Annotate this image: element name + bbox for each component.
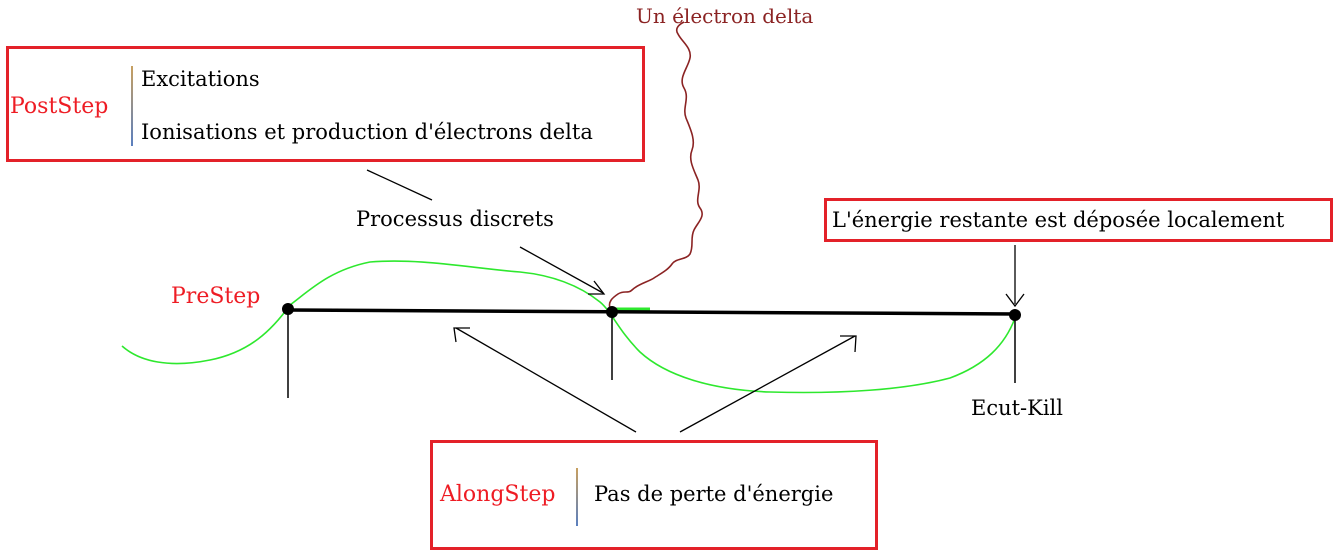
poststep-separator [131,66,133,146]
discrete-arrow [519,246,604,294]
poststep-item-ionisations: Ionisations et production d'électrons de… [141,120,593,144]
particle-track [121,260,1016,394]
energy-deposit-label: L'énergie restante est déposée localemen… [832,208,1285,232]
alongstep-arrow-right [679,335,856,433]
step-line [286,308,1017,316]
alongstep-item-energy-loss: Pas de perte d'énergie [594,482,834,506]
alongstep-label: AlongStep [440,482,556,507]
poststep-item-excitations: Excitations [141,67,260,91]
alongstep-separator [576,468,578,526]
discrete-arrowhead [588,280,606,295]
discrete-processes-label: Processus discrets [356,207,554,231]
energy-box [824,198,1333,242]
alongstep-arrowhead-left [453,327,470,343]
step-point-end [1009,309,1021,321]
step-point-mid [606,306,618,318]
poststep-label: PostStep [10,94,109,119]
delta-electron-label: Un électron delta [636,4,814,28]
poststep-pointer [366,169,433,201]
energy-arrowhead [1005,293,1025,308]
ecut-kill-label: Ecut-Kill [971,396,1063,420]
alongstep-arrowhead-right [840,335,857,353]
prestep-label: PreStep [171,284,261,309]
poststep-box [6,46,645,162]
step-point-prestep [282,303,294,315]
alongstep-arrow-left [455,327,637,433]
delta-electron-track [608,21,703,309]
